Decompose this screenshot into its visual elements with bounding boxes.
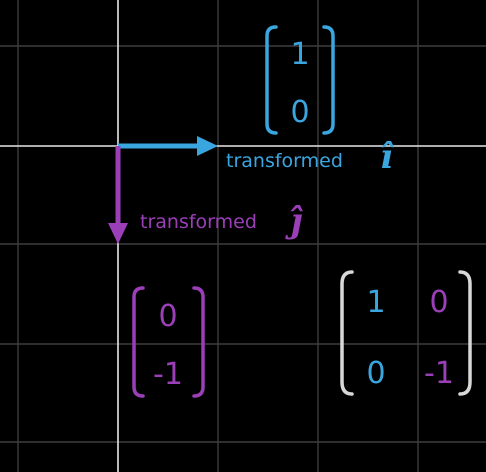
i-hat-arrow	[118, 136, 218, 156]
vector-entry: 1	[290, 37, 309, 72]
left-bracket	[132, 286, 145, 398]
right-bracket	[322, 25, 335, 135]
matrix-entry: 0	[366, 356, 385, 391]
right-bracket	[192, 286, 205, 398]
i-hat-symbol: î	[380, 137, 395, 177]
matrix-entry: 0	[429, 285, 448, 320]
j-hat-label: transformed	[140, 211, 257, 233]
right-bracket	[458, 270, 472, 396]
vector-entry: 0	[290, 95, 309, 130]
left-bracket	[340, 270, 354, 396]
i-hat-label: transformed	[226, 150, 343, 172]
transformation-matrix: 1 0 0 -1	[340, 270, 472, 396]
vector-entry: 0	[158, 299, 177, 334]
j-hat-column-vector: 0 -1	[132, 286, 205, 398]
matrix-entry: 1	[366, 285, 385, 320]
vector-entry: -1	[153, 357, 183, 392]
matrix-entry: -1	[424, 356, 454, 391]
i-hat-column-vector: 1 0	[265, 25, 335, 135]
j-hat-symbol: ĵ	[285, 201, 303, 241]
left-bracket	[265, 25, 278, 135]
j-hat-arrow	[108, 146, 128, 244]
